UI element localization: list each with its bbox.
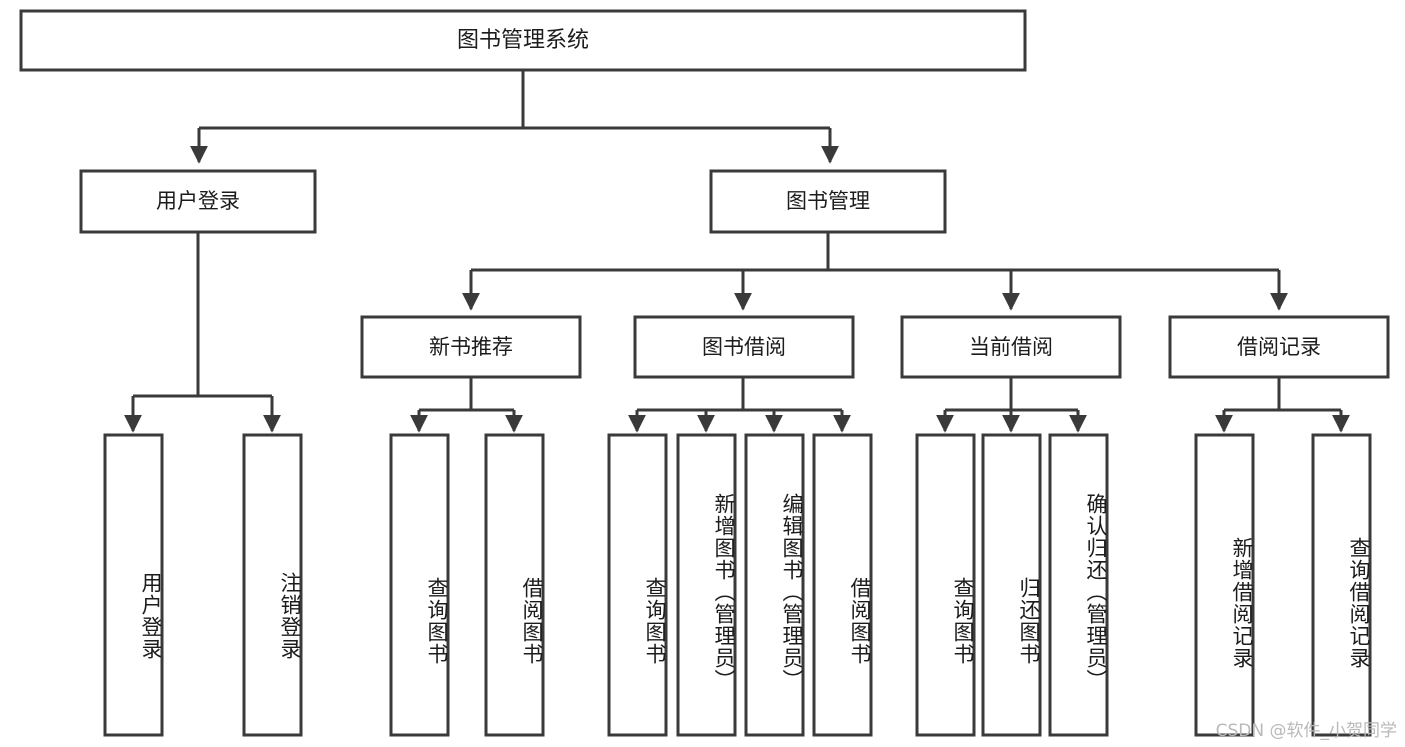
connector-current-borrow-bus — [945, 377, 1078, 412]
node-leaf-borrow-book-1-box[interactable] — [484, 433, 545, 737]
node-leaf-add-record-box[interactable] — [1194, 433, 1255, 737]
node-leaf-logout-login-box[interactable] — [242, 433, 303, 737]
node-root-box[interactable] — [19, 9, 1027, 72]
node-current-borrow-box[interactable] — [900, 315, 1122, 379]
node-leaf-query-record-box[interactable] — [1311, 433, 1372, 737]
connector-new-book-bus — [419, 377, 514, 412]
node-leaf-confirm-return-box[interactable] — [1048, 433, 1109, 737]
connector-borrow-record-bus — [1224, 377, 1341, 412]
node-leaf-query-book-3-box[interactable] — [915, 433, 976, 737]
node-user-login-box[interactable] — [79, 169, 317, 234]
node-borrow-record-box[interactable] — [1168, 315, 1390, 379]
node-leaf-edit-book-box[interactable] — [744, 433, 805, 737]
node-book-manage-box[interactable] — [709, 169, 947, 234]
node-leaf-add-book-box[interactable] — [676, 433, 737, 737]
node-leaf-query-book-2-box[interactable] — [607, 433, 668, 737]
node-leaf-return-book-box[interactable] — [981, 433, 1042, 737]
node-leaf-query-book-1-box[interactable] — [389, 433, 450, 737]
node-leaf-borrow-book-2-box[interactable] — [812, 433, 873, 737]
node-new-book-recommend-box[interactable] — [360, 315, 582, 379]
connector-book-borrow-bus — [637, 377, 842, 412]
node-leaf-user-login-box[interactable] — [103, 433, 164, 737]
connector-root-bus — [199, 70, 830, 130]
connector-book-manage-bus — [471, 232, 1279, 272]
connector-user-login-bus — [133, 232, 272, 398]
node-book-borrow-box[interactable] — [633, 315, 855, 379]
